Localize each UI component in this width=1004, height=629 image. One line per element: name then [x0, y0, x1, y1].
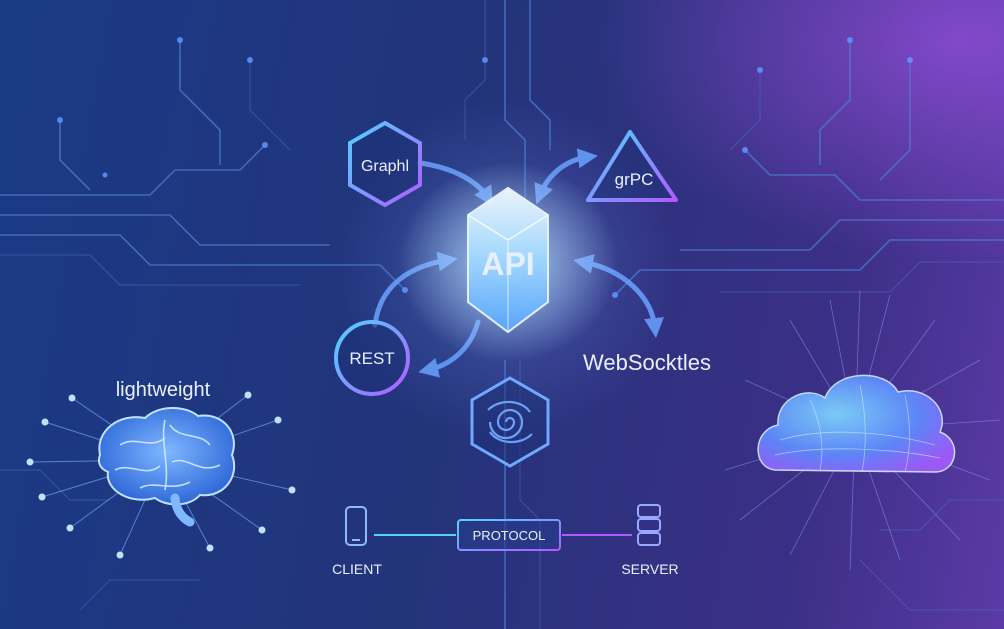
spiral-hexagon-icon: [470, 376, 550, 468]
server-stack-icon: [637, 504, 661, 546]
cloud-group: [724, 289, 1001, 571]
api-crystal: API: [398, 162, 618, 362]
server-label: SERVER: [621, 561, 678, 577]
client-label: CLIENT: [332, 561, 382, 577]
rest-label: REST: [349, 349, 394, 368]
api-label: API: [481, 246, 534, 282]
grpc-badge: grPC: [586, 130, 678, 202]
protocol-label: PROTOCOL: [473, 528, 546, 543]
brain-group: lightweight: [26, 379, 296, 559]
hexagon-badge-icon: [348, 120, 422, 208]
triangle-badge-icon: [586, 130, 678, 202]
smartphone-icon: [345, 506, 367, 546]
lightweight-label: lightweight: [116, 379, 211, 401]
rest-badge: REST: [334, 320, 410, 396]
cloud-icon: [757, 374, 956, 473]
circle-badge-icon: [334, 320, 410, 396]
protocol-row: CLIENT PROTOCOL SERVER: [332, 504, 679, 577]
brain-icon: [98, 407, 236, 527]
grpc-label: grPC: [615, 170, 654, 189]
graphql-badge: Graphl: [348, 120, 422, 208]
websockets-label: WebSocktles: [583, 350, 711, 375]
brain-network-nodes: [26, 391, 296, 559]
protocol-box: [457, 519, 561, 551]
graphql-label: Graphl: [361, 158, 409, 175]
